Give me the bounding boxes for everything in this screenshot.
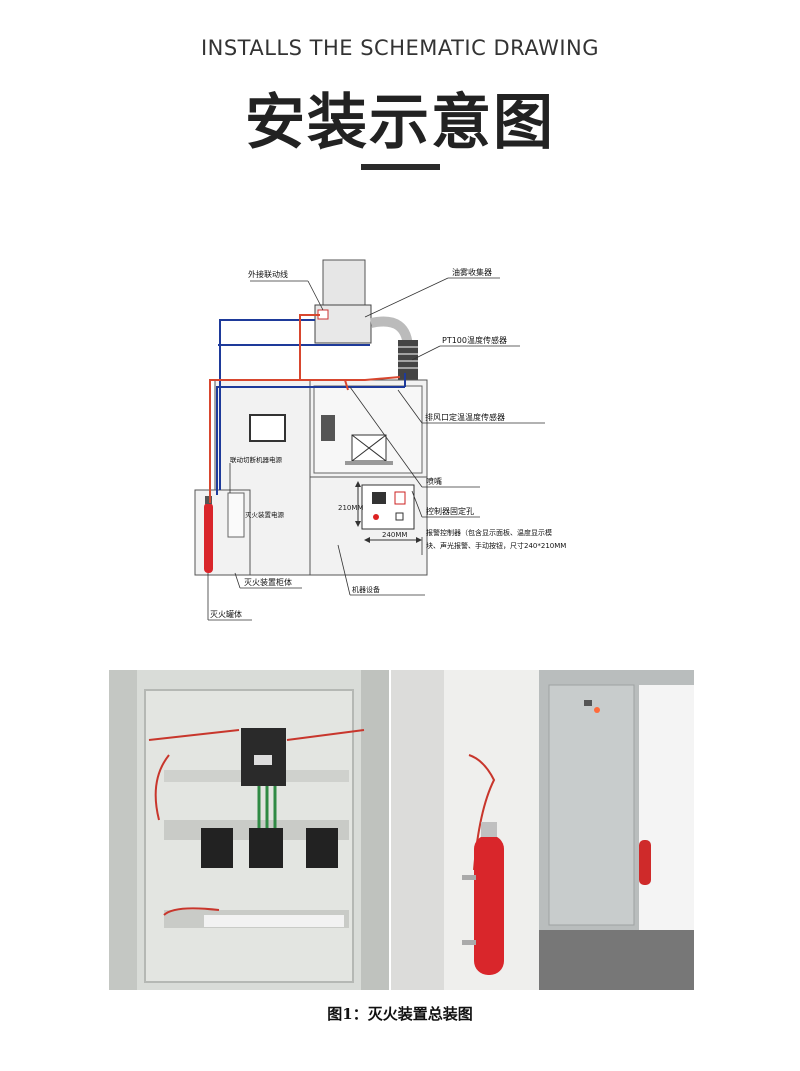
extinguisher-tank (204, 503, 213, 573)
figure-caption: 图1：灭火装置总装图 (327, 1005, 473, 1023)
dim-height-label: 210MM (338, 504, 363, 512)
label-extinguisher-power: 灭火装置电源 (245, 510, 285, 519)
label-controller-mount-hole: 控制器固定孔 (426, 506, 474, 516)
small-extinguisher-photo (639, 840, 651, 885)
controller-display (372, 492, 386, 504)
photo-electrical-panel (109, 670, 389, 990)
controller-button (395, 512, 404, 521)
photo-extinguisher-cabinet (391, 670, 694, 990)
breaker-right (306, 828, 338, 868)
label-extinguisher-cabinet: 灭火装置柜体 (244, 577, 292, 587)
motor-block (321, 415, 335, 441)
extinguisher-tank-photo (474, 835, 504, 975)
label-machine-equipment: 机器设备 (352, 585, 380, 594)
label-nozzle: 喷嘴 (426, 476, 442, 486)
label-exhaust-sensor: 排风口定温温度传感器 (425, 412, 505, 422)
breaker-left (201, 828, 233, 868)
controller-digit (394, 491, 406, 505)
page-subtitle: INSTALLS THE SCHEMATIC DRAWING (200, 36, 600, 60)
label-external-linkage-line: 外接联动线 (248, 269, 288, 279)
label-linkage-power-cut: 联动切断机器电源 (230, 455, 283, 464)
dim-width-label: 240MM (382, 531, 407, 539)
pt100-sensor-body (398, 340, 418, 380)
controller-button-red (373, 514, 379, 520)
title-divider (361, 164, 440, 170)
label-alarm-controller-1: 报警控制器（包含显示面板、温度显示模 (426, 528, 552, 537)
installation-photos (109, 670, 694, 990)
label-oil-mist-collector: 油雾收集器 (452, 267, 492, 277)
label-pt100-sensor: PT100温度传感器 (442, 335, 507, 345)
page-title: 安装示意图 (245, 88, 555, 158)
display-window (249, 414, 286, 442)
terminal-strip (204, 915, 344, 927)
duct (322, 259, 366, 306)
alarm-controller-panel (361, 484, 415, 530)
label-alarm-controller-2: 块、声光报警、手动按钮，尺寸240*210MM (426, 541, 566, 550)
tank-valve (205, 496, 212, 504)
red-cable (148, 729, 365, 916)
extinguisher-power-box (227, 492, 245, 538)
label-extinguisher-tank: 灭火罐体 (210, 609, 242, 619)
box-base (345, 461, 393, 465)
breaker-middle (249, 828, 283, 868)
schematic-diagram: 210MM 240MM 外接联动线 油雾收集器 PT100温度传感器 排风口定温… (194, 259, 566, 621)
